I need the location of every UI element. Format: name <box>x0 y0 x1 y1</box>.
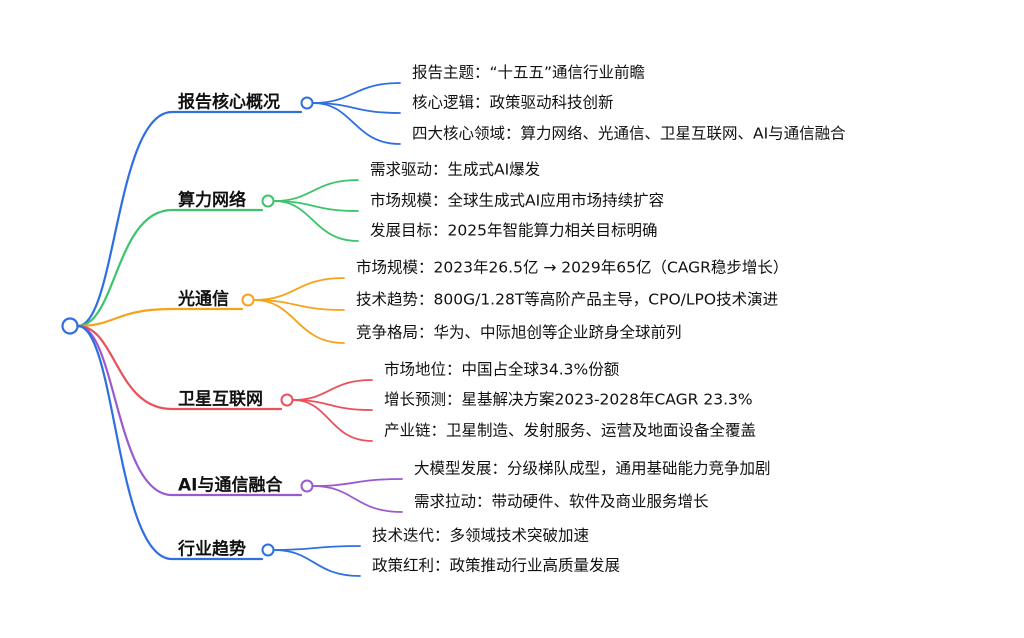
leaf-label: 大模型发展：分级梯队成型，通用基础能力竞争加剧 <box>414 459 771 478</box>
root-node[interactable] <box>61 317 79 335</box>
branch-label: 报告核心概况 <box>178 92 280 113</box>
branch-node[interactable] <box>261 194 275 208</box>
leaf-connector <box>312 478 403 487</box>
leaf-connector <box>292 379 373 401</box>
leaf-label: 增长预测：星基解决方案2023-2028年CAGR 23.3% <box>384 390 753 409</box>
leaf-connector <box>312 102 401 145</box>
leaf-connector <box>312 485 403 513</box>
leaf-label: 四大核心领域：算力网络、光通信、卫星互联网、AI与通信融合 <box>412 124 846 143</box>
branch-label: 算力网络 <box>178 190 246 211</box>
branch-connector <box>76 208 264 328</box>
branch-label: AI与通信融合 <box>178 475 283 496</box>
branch-node[interactable] <box>280 393 294 407</box>
branch-connector <box>76 324 303 497</box>
branch-connector <box>76 324 283 411</box>
branch-connector <box>76 307 244 328</box>
branch-label: 行业趋势 <box>178 539 246 560</box>
leaf-label: 报告主题：“十五五”通信行业前瞻 <box>412 63 646 82</box>
leaf-connector <box>312 82 401 104</box>
leaf-label: 市场地位：中国占全球34.3%份额 <box>384 360 620 379</box>
leaf-connector <box>253 299 345 344</box>
branch-label: 卫星互联网 <box>178 389 263 410</box>
leaf-connector <box>273 549 361 577</box>
branch-label: 光通信 <box>178 289 229 310</box>
leaf-label: 竞争格局：华为、中际旭创等企业跻身全球前列 <box>356 323 682 342</box>
leaf-label: 需求驱动：生成式AI爆发 <box>370 160 541 179</box>
branch-node[interactable] <box>261 543 275 557</box>
branch-node[interactable] <box>300 96 314 110</box>
branch-node[interactable] <box>241 293 255 307</box>
leaf-connector <box>273 200 359 242</box>
leaf-label: 产业链：卫星制造、发射服务、运营及地面设备全覆盖 <box>384 421 757 440</box>
leaf-connector <box>292 399 373 442</box>
leaf-label: 技术趋势：800G/1.28T等高阶产品主导，CPO/LPO技术演进 <box>356 290 779 309</box>
leaf-connector <box>273 179 359 202</box>
leaf-label: 政策红利：政策推动行业高质量发展 <box>372 556 621 575</box>
branch-connector <box>76 324 264 561</box>
leaf-label: 发展目标：2025年智能算力相关目标明确 <box>370 221 658 240</box>
branch-node[interactable] <box>300 479 314 493</box>
leaf-label: 需求拉动：带动硬件、软件及商业服务增长 <box>414 492 709 511</box>
leaf-label: 技术迭代：多领域技术突破加速 <box>372 526 590 545</box>
leaf-connector <box>253 299 345 311</box>
leaf-label: 市场规模：全球生成式AI应用市场持续扩容 <box>370 191 665 210</box>
leaf-connector <box>253 277 345 301</box>
leaf-connector <box>273 545 361 551</box>
branch-connector <box>76 110 303 328</box>
leaf-label: 核心逻辑：政策驱动科技创新 <box>412 93 614 112</box>
leaf-label: 市场规模：2023年26.5亿 → 2029年65亿（CAGR稳步增长） <box>356 258 789 277</box>
